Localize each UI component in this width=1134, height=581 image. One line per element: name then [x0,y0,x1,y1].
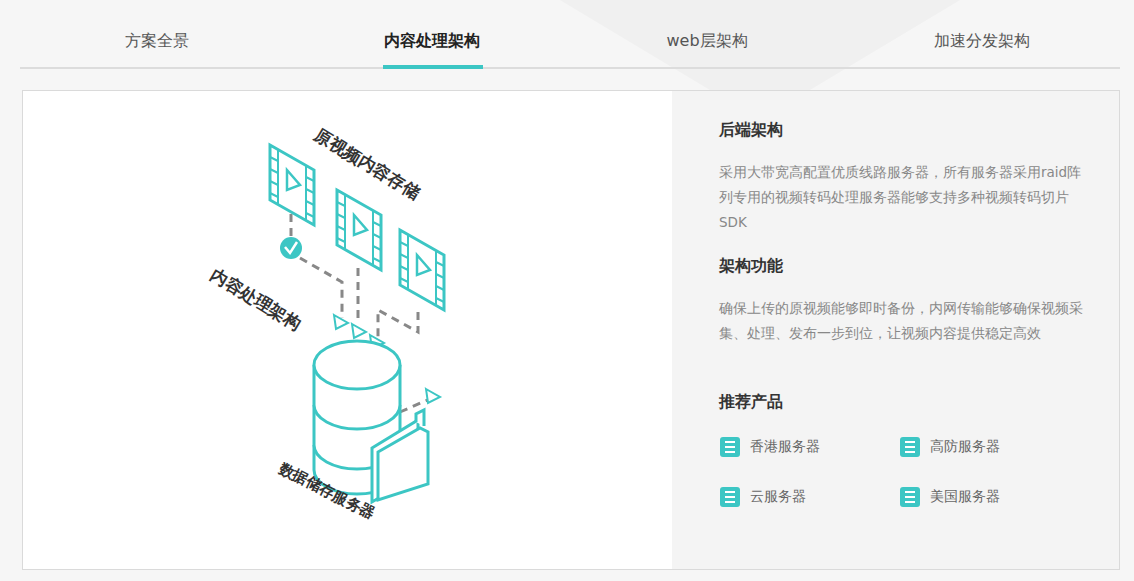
tab: 加速分发架构 [934,31,1030,52]
product-name: 美国服务器 [930,488,1000,506]
tab-active: 内容处理架构 [384,31,480,52]
product-name: 高防服务器 [930,438,1000,456]
section-heading: 推荐产品 [719,392,783,413]
tab: web层架构 [666,31,747,52]
section-heading: 后端架构 [719,120,783,141]
section-body: 确保上传的原视频能够即时备份，内网传输能够确保视频采集、处理、发布一步到位，让视… [719,296,1084,346]
product-name: 云服务器 [750,488,806,506]
section-heading: 架构功能 [719,256,783,277]
tab: 方案全景 [125,31,189,52]
section-body: 采用大带宽高配置优质线路服务器，所有服务器采用raid阵列专用的视频转码处理服务… [719,160,1084,235]
product-icon [720,437,920,507]
product-name: 香港服务器 [750,438,820,456]
